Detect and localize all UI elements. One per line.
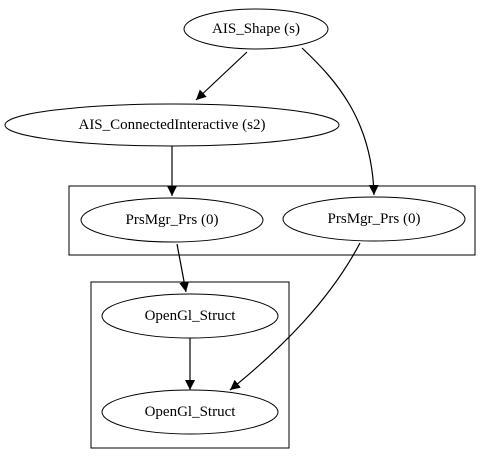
node-label: AIS_ConnectedInteractive (s2) — [78, 117, 265, 133]
edge-prs-left-to-opengl-top — [176, 243, 190, 293]
node-label: PrsMgr_Prs (0) — [328, 211, 421, 227]
edge-ais-shape-to-connected — [195, 51, 248, 101]
cluster-presentations — [68, 185, 476, 256]
cluster-structures — [90, 281, 290, 449]
edge-prs-right-to-opengl-bottom — [229, 242, 361, 391]
node-ais-connected-interactive[interactable]: AIS_ConnectedInteractive (s2) — [4, 103, 340, 147]
node-prs-left[interactable]: PrsMgr_Prs (0) — [80, 197, 264, 243]
node-prs-right[interactable]: PrsMgr_Prs (0) — [282, 196, 466, 242]
node-label: PrsMgr_Prs (0) — [126, 212, 219, 228]
node-opengl-struct-top[interactable]: OpenGl_Struct — [101, 293, 279, 339]
node-label: AIS_Shape (s) — [212, 21, 300, 37]
node-ais-shape[interactable]: AIS_Shape (s) — [183, 8, 329, 50]
node-opengl-struct-bottom[interactable]: OpenGl_Struct — [101, 389, 279, 435]
node-label: OpenGl_Struct — [145, 404, 237, 420]
edge-ais-shape-to-prs-right — [301, 47, 379, 196]
node-label: OpenGl_Struct — [145, 308, 237, 324]
